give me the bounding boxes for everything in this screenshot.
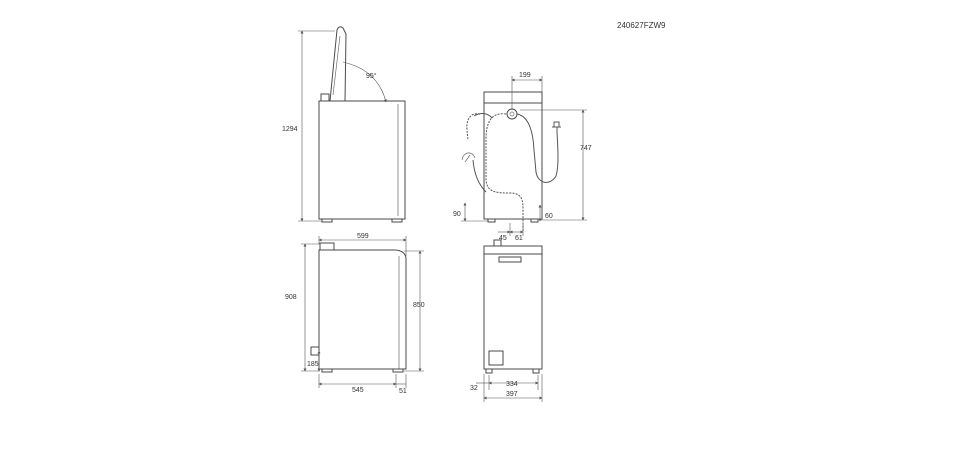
- filter-hatch: [488, 350, 504, 366]
- back-top-panel: [483, 91, 543, 104]
- pos-a-label: 45: [499, 235, 507, 242]
- front-display: [498, 256, 522, 263]
- lid-overhang-label: 51: [399, 388, 407, 395]
- back-view: 199 747 90 60 45 61: [453, 72, 592, 242]
- width-label: 397: [506, 391, 518, 398]
- foot-offset-label: 32: [470, 385, 478, 392]
- back-body: [483, 102, 543, 220]
- foot-back: [391, 218, 403, 223]
- foot-front: [321, 218, 333, 223]
- pos-b-label: 61: [515, 235, 523, 242]
- machine-body: [318, 100, 406, 220]
- depth-label: 599: [357, 233, 369, 240]
- inner-width-label: 334: [506, 381, 518, 388]
- foot-right: [530, 218, 539, 223]
- drain-outlet: [506, 108, 518, 120]
- hose-min-label: 90: [453, 211, 461, 218]
- side-body: [318, 249, 407, 370]
- front-foot-right: [532, 368, 540, 374]
- side-inlet: [310, 346, 320, 356]
- side-foot-front: [321, 368, 333, 373]
- drawing-code: 240627FZW9: [617, 21, 666, 30]
- control-knob: [320, 93, 330, 102]
- side-view: 599 908 850 185 545 51: [285, 233, 425, 395]
- inlet-hose: [516, 113, 559, 183]
- front-view: 334 32 397: [470, 239, 543, 402]
- lid-angle-arc: [342, 61, 387, 103]
- inlet-height-label: 185: [307, 361, 319, 368]
- side-control-knob: [319, 242, 335, 251]
- foot-left: [487, 218, 496, 223]
- drain-hose: [485, 113, 524, 232]
- front-control-knob: [493, 239, 502, 247]
- depth-body-label: 545: [352, 387, 364, 394]
- open-lid: [329, 26, 347, 102]
- height-total-label: 908: [285, 294, 297, 301]
- height-open-label: 1294: [282, 126, 298, 133]
- side-view-open-lid: 95° 1294: [282, 26, 406, 223]
- foot-height-label: 60: [545, 213, 553, 220]
- height-body-label: 850: [413, 302, 425, 309]
- outlet-offset-label: 199: [519, 72, 531, 79]
- front-top-panel: [483, 245, 543, 255]
- side-foot-back: [392, 368, 404, 373]
- hose-height-label: 747: [580, 145, 592, 152]
- front-foot-left: [485, 368, 493, 374]
- front-body: [483, 253, 543, 370]
- lid-angle-label: 95°: [366, 72, 377, 80]
